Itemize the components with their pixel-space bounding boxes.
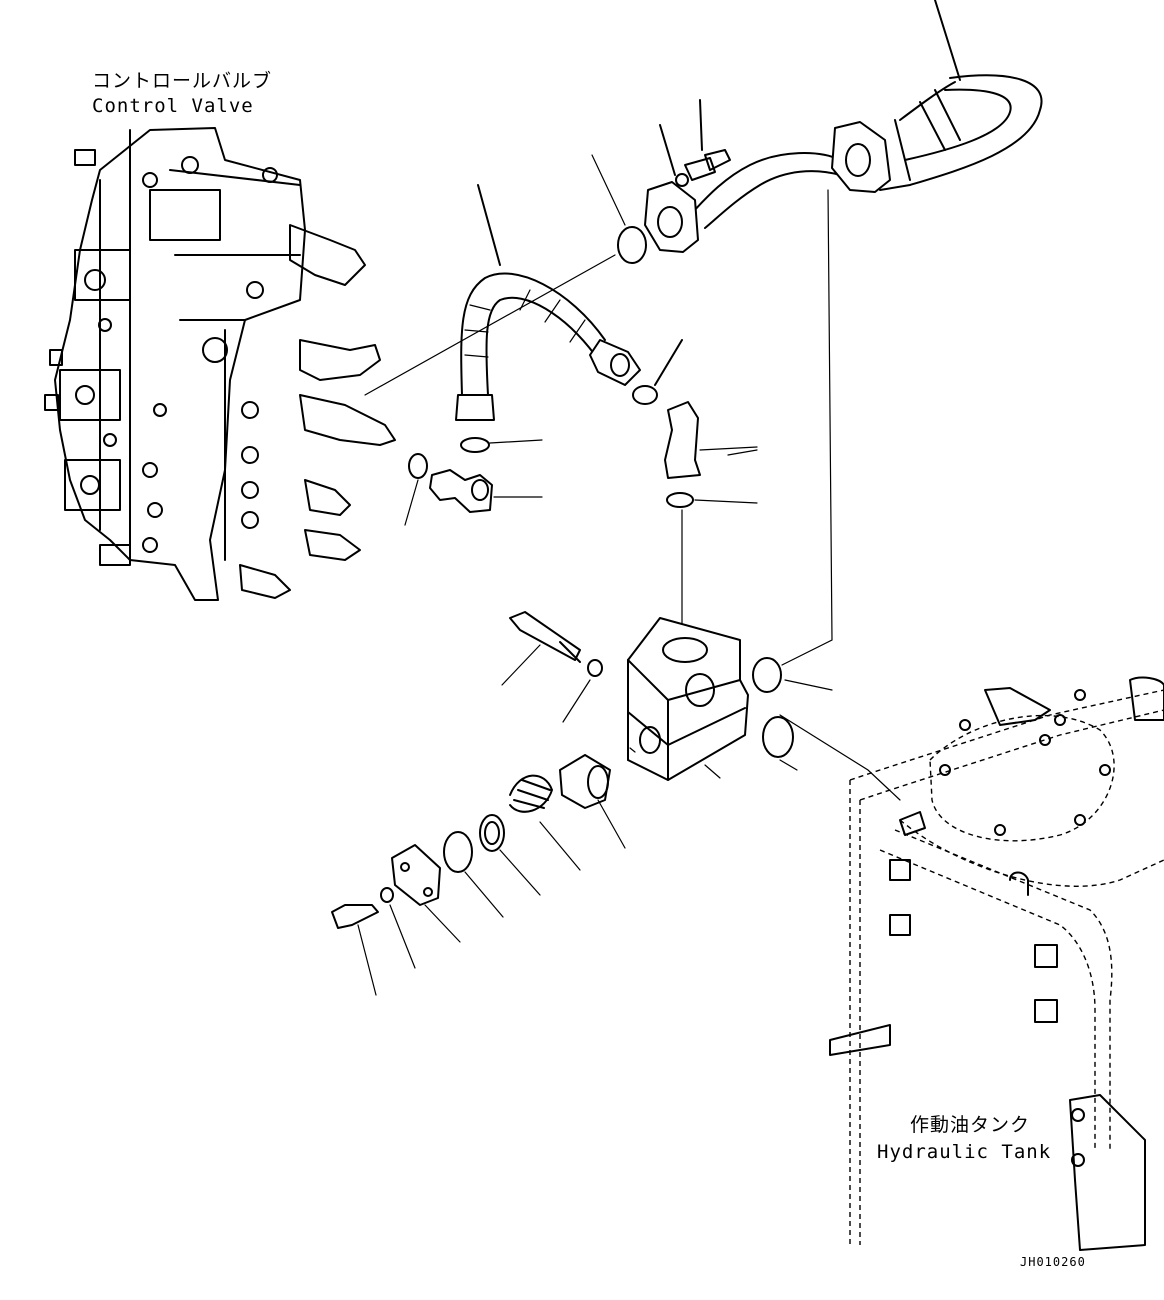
hydraulic-tank xyxy=(829,676,1164,1251)
hydraulic-tank-label-jp: 作動油タンク xyxy=(910,1114,1031,1136)
hose-assembly xyxy=(455,184,683,421)
return-tube-assembly xyxy=(644,0,1043,253)
elbow-fitting-right xyxy=(664,401,758,479)
long-bolt xyxy=(501,611,603,723)
control-valve-label-en: Control Valve xyxy=(92,95,254,117)
o-ring-block-side xyxy=(762,716,794,758)
relief-valve-parts xyxy=(331,754,626,996)
hydraulic-tank-label-en: Hydraulic Tank xyxy=(877,1141,1052,1163)
elbow-fitting-left xyxy=(429,469,543,513)
o-ring-valve xyxy=(408,453,428,479)
control-valve-assembly xyxy=(44,127,396,601)
o-ring-top xyxy=(617,226,647,264)
o-ring-left xyxy=(460,437,490,453)
drawing-code: JH010260 xyxy=(1020,1255,1086,1269)
o-ring-right xyxy=(632,385,658,405)
o-ring-block-top xyxy=(752,657,782,693)
o-ring-lower xyxy=(666,492,694,508)
valve-block xyxy=(627,617,749,781)
control-valve-label-jp: コントロールバルブ xyxy=(92,70,273,92)
